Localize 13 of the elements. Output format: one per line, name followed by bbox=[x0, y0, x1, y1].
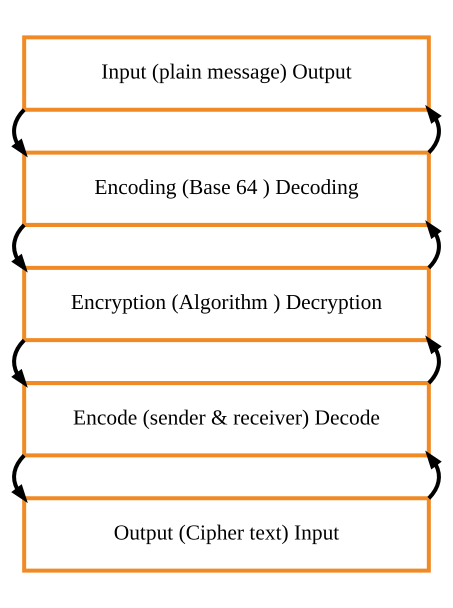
arrow bbox=[11, 108, 28, 158]
arrow bbox=[11, 454, 28, 504]
arrow bbox=[11, 338, 28, 388]
node-box: Encryption (Algorithm ) Decryption bbox=[22, 266, 431, 342]
arrow bbox=[425, 450, 442, 500]
arrow bbox=[425, 220, 442, 270]
arrow bbox=[11, 224, 28, 273]
arrow bbox=[425, 104, 442, 154]
node-box: Input (plain message) Output bbox=[22, 35, 431, 112]
node-box: Encoding (Base 64 ) Decoding bbox=[22, 150, 431, 227]
arrow bbox=[425, 335, 442, 384]
node-box: Output (Cipher text) Input bbox=[22, 496, 431, 573]
node-box: Encode (sender & receiver) Decode bbox=[22, 381, 431, 458]
